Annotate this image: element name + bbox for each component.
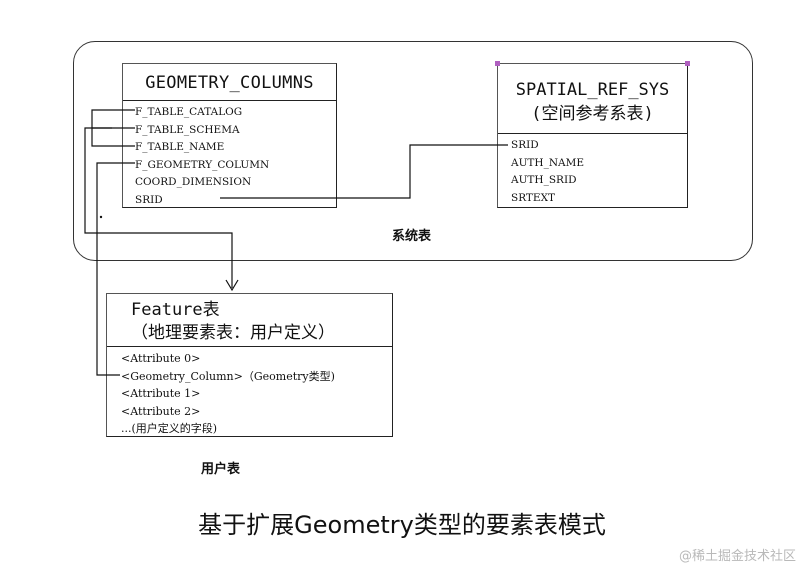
- field-coord-dimension: COORD_DIMENSION: [135, 176, 252, 189]
- geometry-columns-fields: F_TABLE_CATALOG F_TABLE_SCHEMA F_TABLE_N…: [123, 101, 336, 210]
- field-attribute-0: <Attribute 0>: [121, 352, 201, 365]
- field-user-defined: ...(用户定义的字段): [121, 422, 218, 435]
- field-srid: SRID: [511, 139, 539, 151]
- spatial-ref-sys-title-line1: SPATIAL_REF_SYS: [515, 80, 670, 100]
- feature-table-title-line2: （地理要素表：用户定义）: [131, 323, 335, 343]
- geometry-column-link: [96, 162, 135, 376]
- field-geometry-column: <Geometry_Column>（Geometry类型): [121, 369, 335, 383]
- selection-handle-icon: [495, 61, 500, 66]
- field-f-table-schema: F_TABLE_SCHEMA: [135, 123, 240, 136]
- system-tables-label: 系统表: [392, 229, 432, 244]
- field-f-table-name: F_TABLE_NAME: [135, 141, 225, 154]
- feature-table-title-line1: Feature表: [131, 300, 220, 320]
- feature-table-title: Feature表 （地理要素表：用户定义）: [107, 294, 392, 347]
- field-srid: SRID: [135, 193, 163, 206]
- field-auth-name: AUTH_NAME: [511, 156, 585, 169]
- spatial-ref-sys-title: SPATIAL_REF_SYS (空间参考系表): [498, 64, 687, 134]
- user-table-label: 用户表: [201, 462, 241, 477]
- spatial-ref-sys-fields: SRID AUTH_NAME AUTH_SRID SRTEXT: [498, 134, 687, 207]
- watermark: @稀土掘金技术社区: [678, 549, 796, 564]
- feature-table-fields: <Attribute 0> <Geometry_Column>（Geometry…: [107, 347, 392, 438]
- geometry-columns-table: GEOMETRY_COLUMNS F_TABLE_CATALOG F_TABLE…: [122, 63, 337, 208]
- spatial-ref-sys-title-line2: (空间参考系表): [531, 104, 654, 124]
- field-srtext: SRTEXT: [511, 191, 556, 204]
- field-f-geometry-column: F_GEOMETRY_COLUMN: [135, 158, 270, 171]
- field-attribute-2: <Attribute 2>: [121, 404, 201, 418]
- field-attribute-1: <Attribute 1>: [121, 387, 201, 400]
- srid-link: [220, 144, 508, 199]
- arrow-head: [225, 279, 239, 292]
- selection-handle-icon: [685, 61, 690, 66]
- feature-table: Feature表 （地理要素表：用户定义） <Attribute 0> <Geo…: [106, 293, 393, 437]
- table-name-link: [84, 127, 233, 288]
- field-f-table-catalog: F_TABLE_CATALOG: [135, 106, 243, 118]
- figure-caption: 基于扩展Geometry类型的要素表模式: [198, 511, 606, 539]
- field-auth-srid: AUTH_SRID: [511, 174, 577, 187]
- system-tables-group: [73, 41, 753, 261]
- geometry-columns-title: GEOMETRY_COLUMNS: [123, 64, 336, 101]
- spatial-ref-sys-table: SPATIAL_REF_SYS (空间参考系表) SRID AUTH_NAME …: [497, 63, 688, 208]
- dot-marker: [99, 215, 103, 219]
